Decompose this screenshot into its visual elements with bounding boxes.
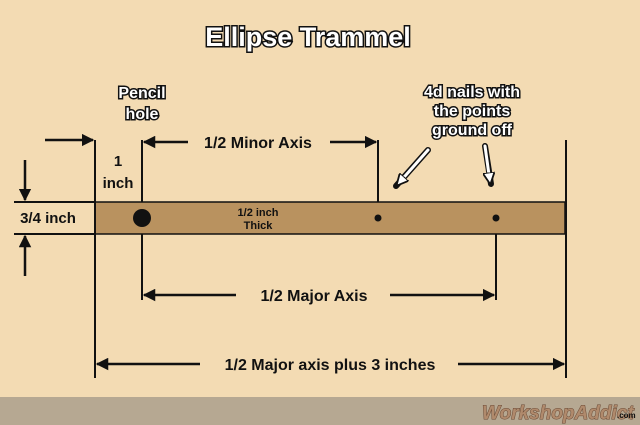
thickness-label-line2: Thick [244,220,274,232]
watermark-brand: WorkshopAddict [482,403,634,424]
pencil-hole-label-line2: hole [126,106,159,123]
footer-bar [0,397,640,425]
minor-nail-pointer [398,148,430,184]
half-minor-axis-label: 1/2 Minor Axis [204,135,312,152]
major-axis-nail [492,214,500,222]
total-length-label: 1/2 Major axis plus 3 inches [225,357,436,374]
pencil-hole [133,209,151,227]
pencil-hole-label-line1: Pencil [118,85,165,102]
major-nail-pointer [485,144,490,182]
one-inch-label-line1: 1 [114,153,122,170]
minor-axis-nail [374,214,382,222]
nails-label-line1: 4d nails with [424,84,520,101]
diagram-title: Ellipse Trammel [205,22,411,52]
trammel-board [94,201,566,235]
watermark-suffix: .com [617,411,636,420]
thickness-label-line1: 1/2 inch [238,207,279,219]
one-inch-label-line2: inch [103,175,134,192]
three-quarter-inch-label: 3/4 inch [20,210,76,227]
half-major-axis-label: 1/2 Major Axis [260,288,367,305]
nails-label-line2: the points [434,103,511,120]
nails-label-line3: ground off [432,122,513,139]
